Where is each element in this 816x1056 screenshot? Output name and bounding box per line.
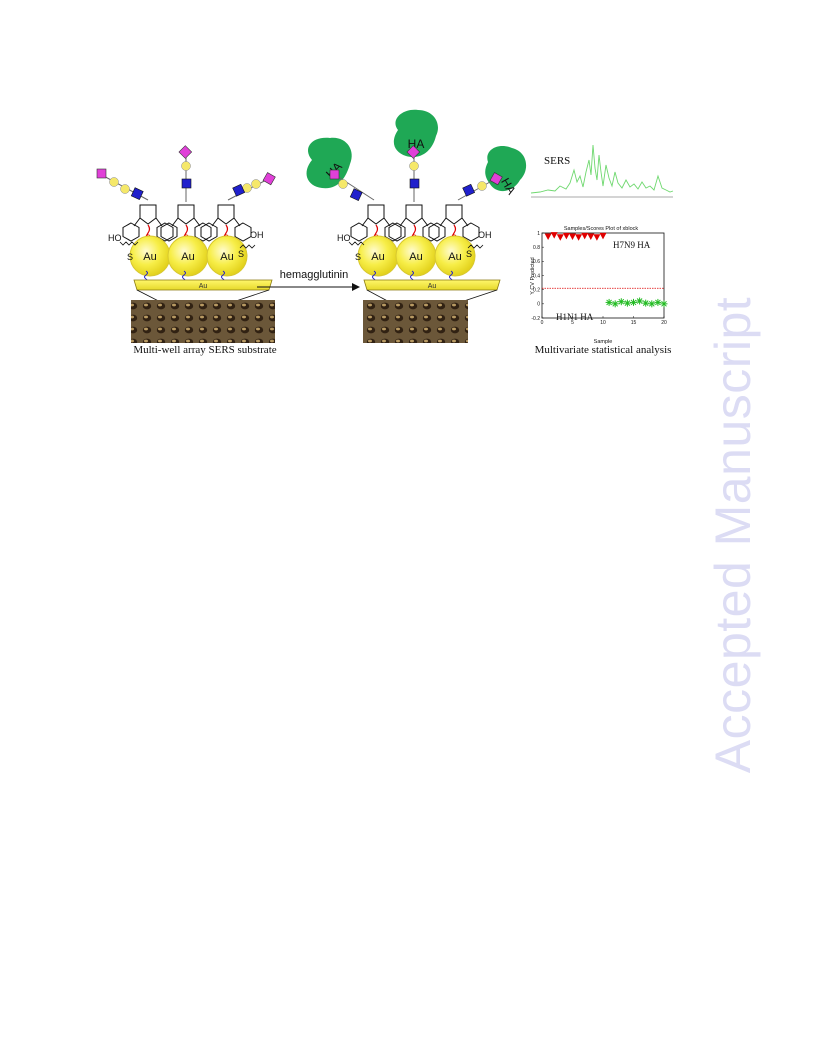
- y-tick-label: -0.2: [531, 316, 540, 322]
- ho-label: HO: [337, 233, 351, 243]
- y-axis-label: Y CV Predicted: [530, 257, 536, 295]
- x-tick-label: 15: [631, 320, 637, 326]
- legend-h7n9: H7N9 HA: [613, 240, 651, 250]
- au-label: Au: [448, 251, 461, 263]
- h1n1-point: [648, 300, 656, 308]
- middle-panel: HA HA HA: [306, 109, 527, 343]
- x-tick-label: 20: [661, 320, 667, 326]
- s-label: S: [127, 252, 133, 262]
- h1n1-point: [636, 297, 644, 305]
- arrow-label: hemagglutinin: [280, 269, 349, 281]
- h1n1-point: [623, 299, 631, 307]
- h7n9-point: [562, 232, 570, 240]
- h1n1-point: [617, 298, 625, 306]
- reaction-arrow: hemagglutinin: [257, 269, 360, 291]
- y-tick-label: 0.2: [533, 287, 540, 293]
- y-tick-label: 0: [537, 302, 540, 308]
- oh-label: OH: [250, 230, 264, 240]
- h7n9-point: [593, 234, 601, 241]
- plot-area: [541, 232, 665, 319]
- sers-spectrum: SERS: [530, 144, 674, 198]
- chart-title: Samples/Scores Plot of xblock: [564, 226, 639, 232]
- multi-well-array-photo: [363, 300, 468, 343]
- y-tick-label: 0.6: [533, 259, 540, 265]
- au-label: Au: [181, 251, 194, 263]
- chart-marks: [544, 232, 668, 308]
- h1n1-point: [654, 298, 662, 306]
- s-label: S: [355, 252, 361, 262]
- right-caption: Multivariate statistical analysis: [535, 344, 672, 356]
- gold-nanoparticle: [434, 235, 476, 277]
- au-label: Au: [143, 251, 156, 263]
- glycan-chain-right: [227, 172, 276, 201]
- h7n9-point: [550, 232, 558, 239]
- h1n1-point: [642, 299, 650, 307]
- h1n1-point: [660, 300, 668, 308]
- h7n9-point: [575, 234, 583, 241]
- gold-nanoparticle: [206, 235, 248, 277]
- glycan-chain-left: [96, 168, 149, 201]
- x-tick-label: 0: [541, 320, 544, 326]
- legend-h1n1: H1N1 HA: [556, 312, 594, 322]
- plate-label: Au: [428, 283, 437, 290]
- glycan-chain-right: [457, 172, 503, 201]
- glycan-chain-middle: [406, 145, 421, 202]
- ho-label: HO: [108, 233, 122, 243]
- plate-label: Au: [199, 283, 208, 290]
- h1n1-point: [630, 298, 637, 306]
- x-tick-label: 10: [600, 320, 606, 326]
- glycan-chain-middle: [178, 145, 193, 202]
- multi-well-array-photo: [131, 300, 275, 343]
- sers-label: SERS: [544, 155, 570, 167]
- x-axis-label: Sample: [594, 339, 613, 345]
- h7n9-point: [587, 233, 595, 241]
- s-label: S: [466, 249, 472, 259]
- y-tick-label: 1: [537, 231, 540, 237]
- glycan-chain-left: [329, 169, 375, 202]
- au-label: Au: [371, 251, 384, 263]
- watermark-text: Accepted Manuscript: [705, 296, 761, 774]
- h1n1-point: [611, 300, 619, 308]
- ha-protein-right: HA: [485, 145, 527, 197]
- left-caption: Multi-well array SERS substrate: [133, 344, 276, 356]
- h7n9-point: [569, 233, 576, 241]
- au-label: Au: [220, 251, 233, 263]
- left-panel: S S S Au Au Au HO S OH S Au Multi-well a…: [96, 145, 277, 356]
- x-tick-label: 5: [571, 320, 574, 326]
- y-tick-label: 0.4: [533, 273, 540, 279]
- h1n1-point: [605, 298, 613, 306]
- h7n9-point: [544, 233, 552, 241]
- h7n9-point: [599, 232, 607, 240]
- h7n9-point: [581, 232, 589, 240]
- h7n9-point: [556, 234, 564, 241]
- s-label: S: [238, 249, 244, 259]
- pls-da-chart: Samples/Scores Plot of xblock -0.200.20.…: [530, 226, 671, 356]
- au-label: Au: [409, 251, 422, 263]
- sers-trace: [530, 144, 674, 194]
- y-tick-label: 0.8: [533, 245, 540, 251]
- oh-label: OH: [478, 230, 492, 240]
